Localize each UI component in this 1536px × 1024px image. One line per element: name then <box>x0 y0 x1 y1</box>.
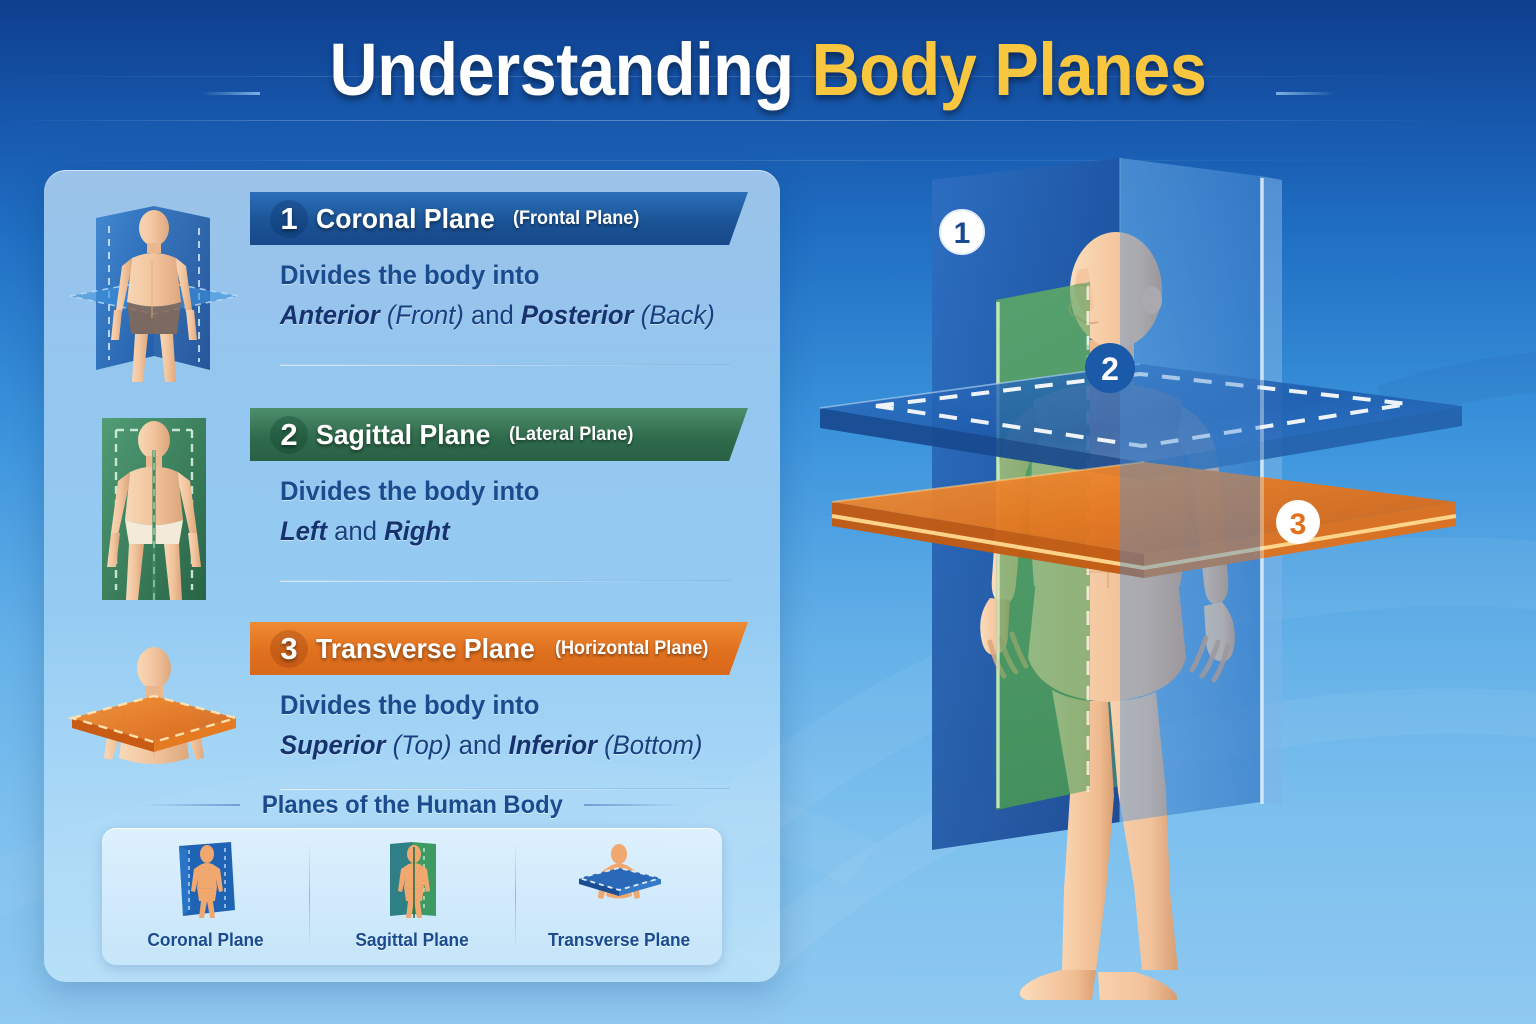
sagittal-plane-alt-name: (Lateral Plane) <box>508 423 634 445</box>
coronal-plane-thumbnail-icon <box>151 838 259 922</box>
coronal-card-separator <box>280 364 730 366</box>
coronal-term-posterior: Posterior <box>520 300 634 330</box>
blue-horizontal-plane <box>819 363 1462 480</box>
legend-label-sagittal: Sagittal Plane <box>355 930 469 950</box>
title-word-body-planes: Body Planes <box>811 28 1207 111</box>
coronal-paren-b: (Back) <box>633 300 715 330</box>
sagittal-card-separator <box>280 580 730 582</box>
transverse-desc-line1: Divides the body into <box>280 690 540 720</box>
sagittal-term-right: Right <box>384 516 450 546</box>
coronal-plane-title: Coronal Plane <box>316 202 495 234</box>
legend-title: Planes of the Human Body <box>261 790 563 819</box>
transverse-term-superior: Superior <box>280 730 386 760</box>
transverse-term-inferior: Inferior <box>508 730 597 760</box>
transverse-plane-figure-icon <box>54 626 254 826</box>
page-title: Understanding Body Planes <box>77 26 1459 114</box>
callout-2-sagittal: 2 <box>1085 343 1135 393</box>
coronal-desc-line1: Divides the body into <box>280 260 540 290</box>
legend-title-row: Planes of the Human Body <box>44 790 780 820</box>
svg-text:2: 2 <box>1101 351 1119 387</box>
planes-list-panel: 1 Coronal Plane (Frontal Plane) Divides … <box>44 170 780 982</box>
coronal-plane-alt-name: (Frontal Plane) <box>513 207 640 229</box>
sagittal-plane-description: Divides the body into Left and Right <box>280 476 750 547</box>
legend-label-coronal: Coronal Plane <box>147 930 264 950</box>
coronal-desc-line2: Anterior (Front) and Posterior (Back) <box>280 300 727 331</box>
body-planes-diagram: 1 2 3 <box>819 158 1462 1000</box>
transverse-desc-line2: Superior (Top) and Inferior (Bottom) <box>280 730 727 761</box>
sagittal-paren-a <box>327 516 334 546</box>
legend-rule-left <box>141 804 240 806</box>
coronal-conjunction: and <box>470 300 521 330</box>
transverse-plane-number: 3 <box>270 629 308 668</box>
transverse-plane-thumbnail-icon <box>565 838 673 922</box>
background-highlight-band-1 <box>0 120 1536 121</box>
legend-label-transverse: Transverse Plane <box>547 930 690 950</box>
legend-item-coronal[interactable]: Coronal Plane <box>102 828 309 965</box>
coronal-paren-a: (Front) <box>379 300 471 330</box>
svg-text:1: 1 <box>954 217 971 250</box>
transverse-conjunction: and <box>458 730 509 760</box>
legend-item-transverse[interactable]: Transverse Plane <box>515 828 722 965</box>
transverse-plane-description: Divides the body into Superior (Top) and… <box>280 690 750 761</box>
coronal-plane-description: Divides the body into Anterior (Front) a… <box>280 260 750 331</box>
sagittal-plane-banner: 2 Sagittal Plane (Lateral Plane) <box>250 408 748 461</box>
legend-item-sagittal[interactable]: Sagittal Plane <box>308 828 516 965</box>
background-highlight-band-2 <box>0 76 1536 77</box>
sagittal-desc-line2: Left and Right <box>280 516 727 547</box>
legend-rule-right <box>584 804 683 806</box>
sagittal-term-left: Left <box>280 516 328 546</box>
sagittal-plane-figure-icon <box>54 404 254 604</box>
sagittal-plane-number: 2 <box>270 415 308 454</box>
sagittal-conjunction: and <box>334 516 385 546</box>
coronal-plane-figure-icon <box>54 188 254 388</box>
header: Understanding Body Planes <box>0 0 1536 140</box>
background-highlight-band-3 <box>0 160 1536 161</box>
transverse-paren-a: (Top) <box>385 730 459 760</box>
sagittal-desc-line1: Divides the body into <box>280 476 540 506</box>
transverse-paren-b: (Bottom) <box>596 730 703 760</box>
title-word-understanding: Understanding <box>329 28 795 111</box>
coronal-plane-banner: 1 Coronal Plane (Frontal Plane) <box>250 192 748 245</box>
transverse-plane-banner: 3 Transverse Plane (Horizontal Plane) <box>250 622 748 675</box>
transverse-card-separator <box>280 788 730 790</box>
transverse-plane-alt-name: (Horizontal Plane) <box>555 637 709 659</box>
legend-section: Planes of the Human Body <box>44 778 780 982</box>
sagittal-plane-title: Sagittal Plane <box>316 418 491 450</box>
callout-1-coronal: 1 <box>939 209 985 255</box>
title-rule-left <box>200 92 260 95</box>
transverse-plane-title: Transverse Plane <box>316 632 535 664</box>
coronal-term-anterior: Anterior <box>280 300 380 330</box>
legend-thumbnail-box: Coronal Plane <box>102 828 722 965</box>
callout-3-transverse: 3 <box>1276 500 1320 544</box>
coronal-plane-front-overlay <box>1120 158 1264 822</box>
svg-text:3: 3 <box>1290 508 1307 541</box>
coronal-plane-number: 1 <box>270 199 308 238</box>
main-body-planes-illustration: 1 2 3 1 2 3 <box>790 150 1500 1000</box>
sagittal-plane-thumbnail-icon <box>358 838 466 922</box>
